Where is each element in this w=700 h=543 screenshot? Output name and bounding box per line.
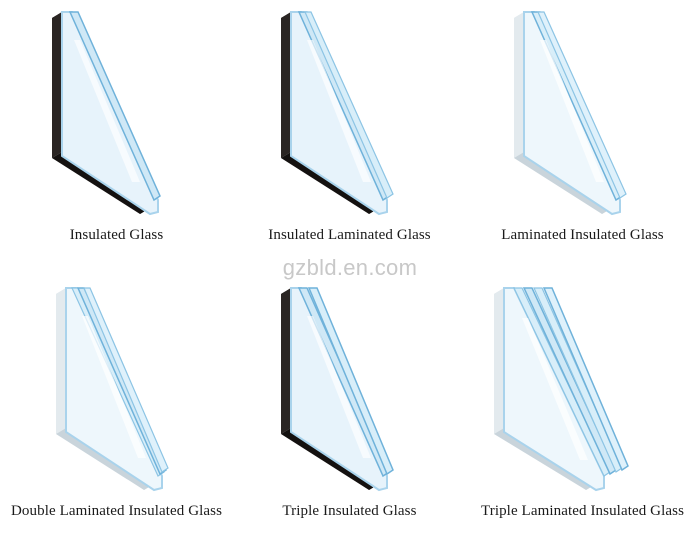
caption: Insulated Laminated Glass [268, 227, 431, 243]
caption: Double Laminated Insulated Glass [10, 503, 223, 519]
double-laminated-insulated-glass-image [56, 287, 169, 492]
insulated-laminated-glass-image [281, 11, 394, 216]
product-insulated-glass: Insulated Glass [0, 0, 233, 271]
product-double-laminated-insulated-glass: Double Laminated Insulated Glass [0, 272, 233, 543]
triple-laminated-insulated-glass-image [494, 287, 629, 492]
caption: Insulated Glass [69, 227, 164, 243]
product-triple-laminated-insulated-glass: Triple Laminated Insulated Glass [466, 272, 699, 543]
product-triple-insulated-glass: Triple Insulated Glass [233, 272, 466, 543]
insulated-glass-image [52, 11, 161, 216]
watermark-text: gzbld.en.com [282, 255, 418, 280]
product-insulated-laminated-glass: Insulated Laminated Glass [233, 0, 466, 271]
product-laminated-insulated-glass: Laminated Insulated Glass [466, 0, 699, 271]
caption: Triple Laminated Insulated Glass [480, 503, 685, 519]
caption: Laminated Insulated Glass [501, 227, 664, 243]
laminated-insulated-glass-image [514, 11, 627, 216]
caption: Triple Insulated Glass [282, 503, 417, 519]
triple-insulated-glass-image [281, 287, 394, 492]
